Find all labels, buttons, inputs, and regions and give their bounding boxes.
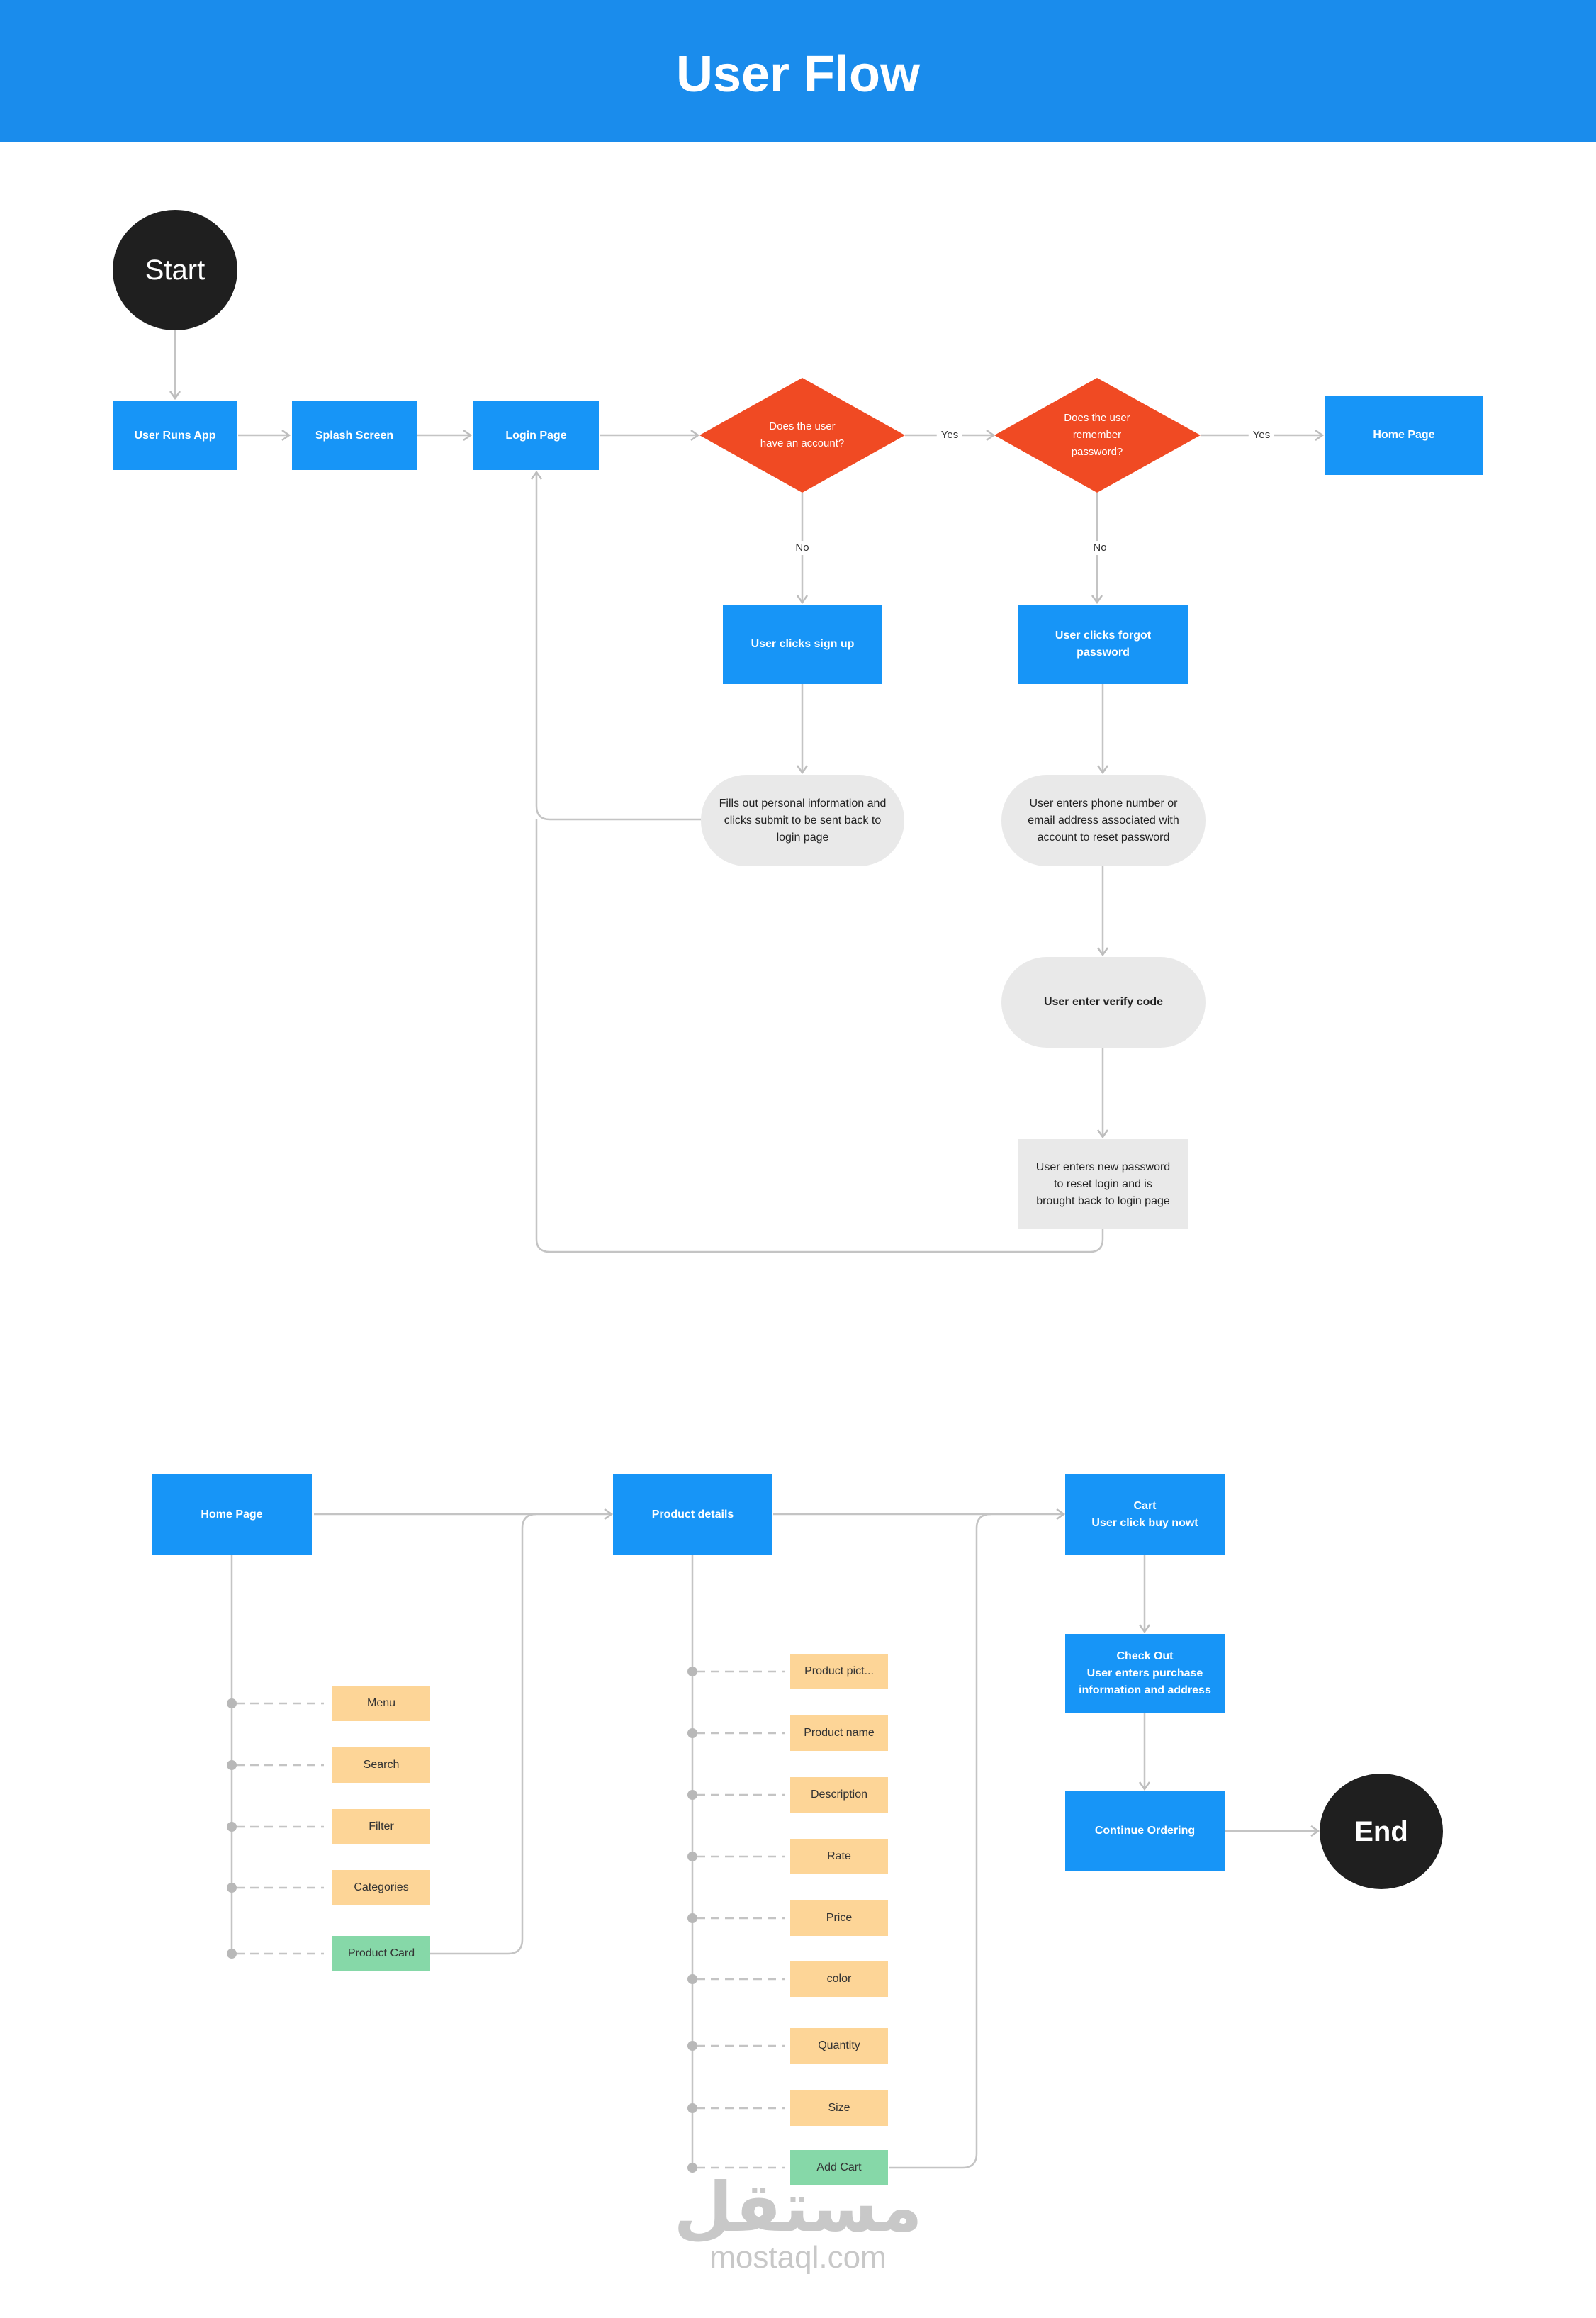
product-branch-dot — [687, 1913, 697, 1923]
forgot-password-node: User clicks forgot password — [1018, 605, 1188, 684]
product-branch-dot — [687, 1790, 697, 1800]
tag-quantity: Quantity — [790, 2028, 888, 2064]
decision-password-text: Does the user remember password? — [1064, 412, 1130, 458]
tag-search: Search — [332, 1747, 430, 1783]
tag-color: color — [790, 1961, 888, 1997]
tag-size: Size — [790, 2090, 888, 2126]
tag-categories: Categories — [332, 1870, 430, 1905]
tag-filter: Filter — [332, 1809, 430, 1844]
new-password-node: User enters new password to reset login … — [1018, 1139, 1188, 1229]
decision-diamond-password — [994, 378, 1201, 493]
home-page-node-flow2: Home Page — [152, 1474, 312, 1555]
product-branch-dot — [687, 2103, 697, 2113]
continue-ordering-node: Continue Ordering — [1065, 1791, 1225, 1871]
tag-menu: Menu — [332, 1686, 430, 1721]
splash-screen-node: Splash Screen — [292, 401, 417, 470]
user-runs-app-node: User Runs App — [113, 401, 237, 470]
watermark-arabic: مستقل — [673, 2170, 923, 2246]
no-label-password: No — [1089, 541, 1111, 555]
product-details-node: Product details — [613, 1474, 772, 1555]
arrow-newpass-back-to-login — [535, 819, 1104, 1253]
product-branch-dot — [687, 2163, 697, 2173]
home-branch-dot — [227, 1883, 237, 1893]
home-branch-dot — [227, 1822, 237, 1832]
tag-add-cart: Add Cart — [790, 2150, 888, 2185]
decision-account-text: Does the user have an account? — [760, 420, 845, 449]
sign-up-node: User clicks sign up — [723, 605, 882, 684]
checkout-node: Check Out User enters purchase informati… — [1065, 1634, 1225, 1713]
arrow-addcart-to-cart — [889, 1513, 991, 2169]
tag-product-picture: Product pict... — [790, 1654, 888, 1689]
decision-diamond-account — [699, 378, 905, 493]
tag-product-card: Product Card — [332, 1936, 430, 1971]
no-label-account: No — [791, 541, 814, 555]
watermark-latin: mostaql.com — [709, 2240, 887, 2275]
yes-label-password: Yes — [1248, 428, 1275, 442]
home-branch-dot — [227, 1698, 237, 1708]
product-branch-dot — [687, 1728, 697, 1738]
page-title: User Flow — [675, 46, 921, 103]
product-branch-dot — [687, 1852, 697, 1861]
enter-phone-node: User enters phone number or email addres… — [1001, 775, 1206, 866]
product-branch-dot — [687, 2041, 697, 2051]
login-page-node: Login Page — [473, 401, 599, 470]
end-node: End — [1320, 1774, 1443, 1889]
product-branch-dot — [687, 1667, 697, 1676]
cart-node: Cart User click buy nowt — [1065, 1474, 1225, 1555]
arrow-productcard-to-product — [430, 1513, 537, 1955]
home-page-node: Home Page — [1325, 396, 1483, 475]
tag-description: Description — [790, 1777, 888, 1813]
home-branch-dot — [227, 1760, 237, 1770]
tag-rate: Rate — [790, 1839, 888, 1874]
header-bar — [0, 0, 1596, 142]
verify-code-node: User enter verify code — [1001, 957, 1206, 1048]
tag-price: Price — [790, 1900, 888, 1936]
tag-product-name: Product name — [790, 1715, 888, 1751]
fill-info-node: Fills out personal information and click… — [701, 775, 904, 866]
home-branch-dot — [227, 1949, 237, 1959]
product-branch-dot — [687, 1974, 697, 1984]
yes-label-account: Yes — [936, 428, 963, 442]
arrow-fill-back-to-login — [530, 470, 701, 821]
start-node: Start — [113, 210, 237, 330]
